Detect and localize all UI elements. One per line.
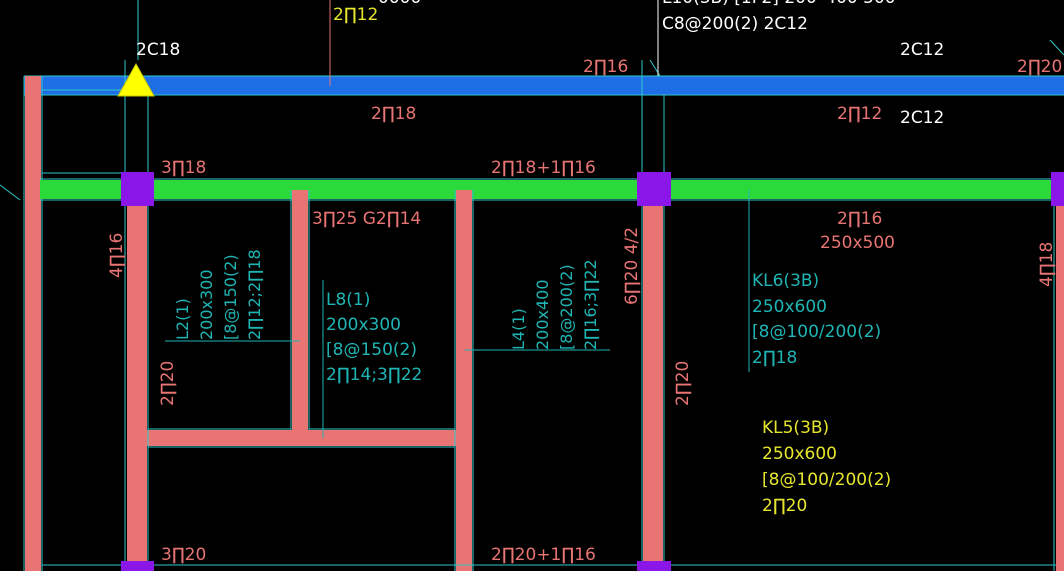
triangle-marker-icon[interactable] <box>117 62 155 97</box>
beam-L8-size: 200x300 <box>326 315 401 335</box>
beam-KL5-name: KL5(3B) <box>762 418 829 438</box>
label-4i16-left: 4∏16 <box>107 233 127 278</box>
label-2i20-1i16-bottom: 2∏20+1∏16 <box>491 545 596 565</box>
beam-L8-bars: 2∏14;3∏22 <box>326 365 422 385</box>
beam-KL5-size: 250x600 <box>762 444 837 464</box>
label-2c18: 2C18 <box>136 40 180 60</box>
label-4i18-right: 4∏18 <box>1037 242 1057 287</box>
label-top-stirrup: C8@200(2) 2C12 <box>662 14 808 34</box>
label-2c12-below: 2C12 <box>900 108 944 128</box>
beam-KL6-stirrup: [8@100/200(2) <box>752 322 881 342</box>
grid-lines <box>0 0 1064 201</box>
label-2i12-below-blue: 2∏12 <box>837 104 882 124</box>
beam-annotation-KL5[interactable]: KL5(3B) 250x600 [8@100/200(2) 2∏20 <box>762 418 891 516</box>
label-2i18-below-blue: 2∏18 <box>371 104 416 124</box>
label-2i16-right: 2∏16 <box>837 209 882 229</box>
beam-L2-stirrup: [8@150(2) <box>221 254 240 340</box>
label-2i18-1i16: 2∏18+1∏16 <box>491 158 596 178</box>
beam-L4-name: L4(1) <box>509 308 528 350</box>
label-3i25: 3∏25 G2∏14 <box>312 209 421 229</box>
beam-annotation-L4[interactable]: L4(1) 200x400 [8@200(2) 2∏16;3∏22 <box>509 259 600 350</box>
label-3i20-bottom: 3∏20 <box>161 545 206 565</box>
beam-L8-vertical[interactable] <box>292 190 308 430</box>
label-3i18: 3∏18 <box>161 158 206 178</box>
column-a-bottom[interactable] <box>121 561 154 571</box>
beam-L8-name: L8(1) <box>326 290 370 310</box>
beam-KL6-name: KL6(3B) <box>752 271 819 291</box>
beam-KL5-stirrup: [8@100/200(2) <box>762 470 891 490</box>
beam-annotation-L8[interactable]: L8(1) 200x300 [8@150(2) 2∏14;3∏22 <box>326 290 422 385</box>
beam-L4-bars: 2∏16;3∏22 <box>581 259 600 350</box>
column-a-top[interactable] <box>121 172 154 206</box>
top-blue-beam[interactable] <box>24 76 1064 95</box>
column-b-top[interactable] <box>637 172 671 206</box>
label-top-partial-left: 2∏12 <box>333 5 378 25</box>
beam-L2-size: 200x300 <box>197 269 216 340</box>
green-beam[interactable] <box>40 180 1064 199</box>
beam-annotation-KL6[interactable]: KL6(3B) 250x600 [8@100/200(2) 2∏18 <box>752 271 881 368</box>
beam-L4-stirrup: [8@200(2) <box>557 264 576 350</box>
beam-L2-name: L2(1) <box>173 298 192 340</box>
label-6i20: 6∏20 4/2 <box>622 227 642 305</box>
label-250x500: 250x500 <box>820 233 895 253</box>
beam-L4-size: 200x400 <box>533 279 552 350</box>
beam-column-a[interactable] <box>127 195 147 571</box>
beam-KL6-bars: 2∏18 <box>752 348 797 368</box>
label-top-partial-left-2: 0000 <box>378 0 421 8</box>
beam-L2-bars: 2∏12;2∏18 <box>245 249 264 340</box>
label-2i20-left: 2∏20 <box>158 361 178 406</box>
column-c-top[interactable] <box>1051 172 1064 206</box>
beam-L4-vertical[interactable] <box>456 190 472 571</box>
beam-KL6-size: 250x600 <box>752 297 827 317</box>
beam-L2-horizontal[interactable] <box>147 430 456 446</box>
label-2i16-top: 2∏16 <box>583 57 628 77</box>
label-top-partial-right: L10(3B) [1F2] 200*400 500 <box>662 0 896 8</box>
column-b-bottom[interactable] <box>637 561 671 571</box>
label-2i20-top-right: 2∏20 <box>1017 57 1062 77</box>
salmon-beam-outlines <box>42 60 1064 571</box>
beam-column-b[interactable] <box>643 195 663 571</box>
label-2c12-top: 2C12 <box>900 40 944 60</box>
beam-L8-stirrup: [8@150(2) <box>326 340 417 360</box>
left-wall-beam[interactable] <box>25 76 41 571</box>
label-2i20-mid: 2∏20 <box>673 361 693 406</box>
beam-right-edge[interactable] <box>1056 195 1064 571</box>
beam-KL5-bars: 2∏20 <box>762 496 807 516</box>
beam-annotation-L2[interactable]: L2(1) 200x300 [8@150(2) 2∏12;2∏18 <box>173 249 264 340</box>
